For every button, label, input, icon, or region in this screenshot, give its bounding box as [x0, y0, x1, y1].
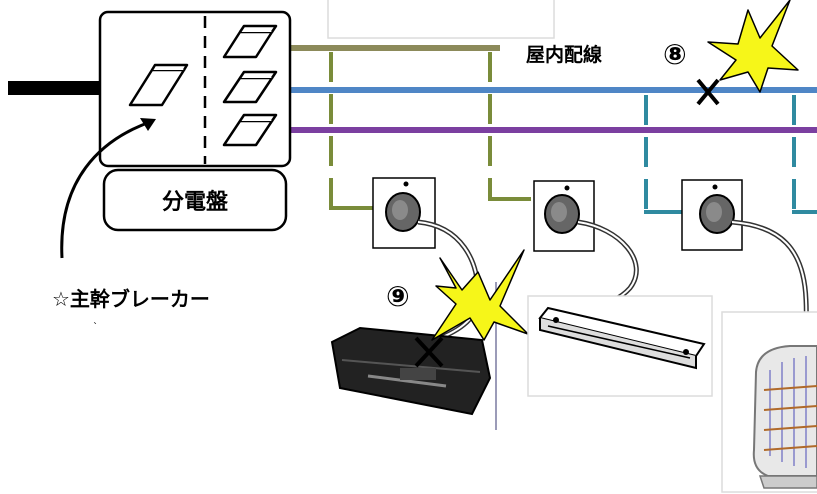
- fluorescent-light-icon: [527, 295, 713, 397]
- arrow-head-icon: [140, 118, 156, 131]
- air-conditioner-icon: [330, 282, 497, 430]
- break-x-icon: [696, 78, 720, 106]
- outlet-1: [372, 177, 436, 249]
- main-breaker-label: ☆主幹ブレーカー: [52, 287, 210, 311]
- distribution-panel: 分電盤: [98, 10, 292, 232]
- main-breaker-arrow: [60, 118, 156, 259]
- outlet-2: [533, 180, 595, 252]
- heater-icon: [721, 311, 817, 493]
- spark-burst-icon: [707, 0, 799, 93]
- outlet-3: [681, 179, 743, 251]
- spark-burst-icon: [431, 249, 529, 341]
- fault-8: ⑧: [663, 0, 799, 106]
- fault-9-marker: ⑨: [386, 280, 410, 313]
- stray-dot: `: [93, 321, 98, 333]
- incoming-power-line: [8, 81, 100, 95]
- background-box-top: [327, 0, 555, 39]
- indoor-wiring-lines: [288, 45, 817, 214]
- main-breaker-icon: [128, 63, 189, 107]
- sub-breaker-icon-3: [222, 113, 278, 147]
- panel-label-box: [102, 168, 288, 232]
- sub-breaker-icon-1: [222, 24, 278, 59]
- break-x-icon: [414, 336, 444, 368]
- fault-9: ⑨: [386, 249, 529, 368]
- panel-label: 分電盤: [162, 189, 229, 215]
- indoor-wiring-label: 屋内配線: [526, 43, 602, 66]
- fault-8-marker: ⑧: [663, 38, 687, 71]
- sub-breaker-icon-2: [222, 70, 278, 104]
